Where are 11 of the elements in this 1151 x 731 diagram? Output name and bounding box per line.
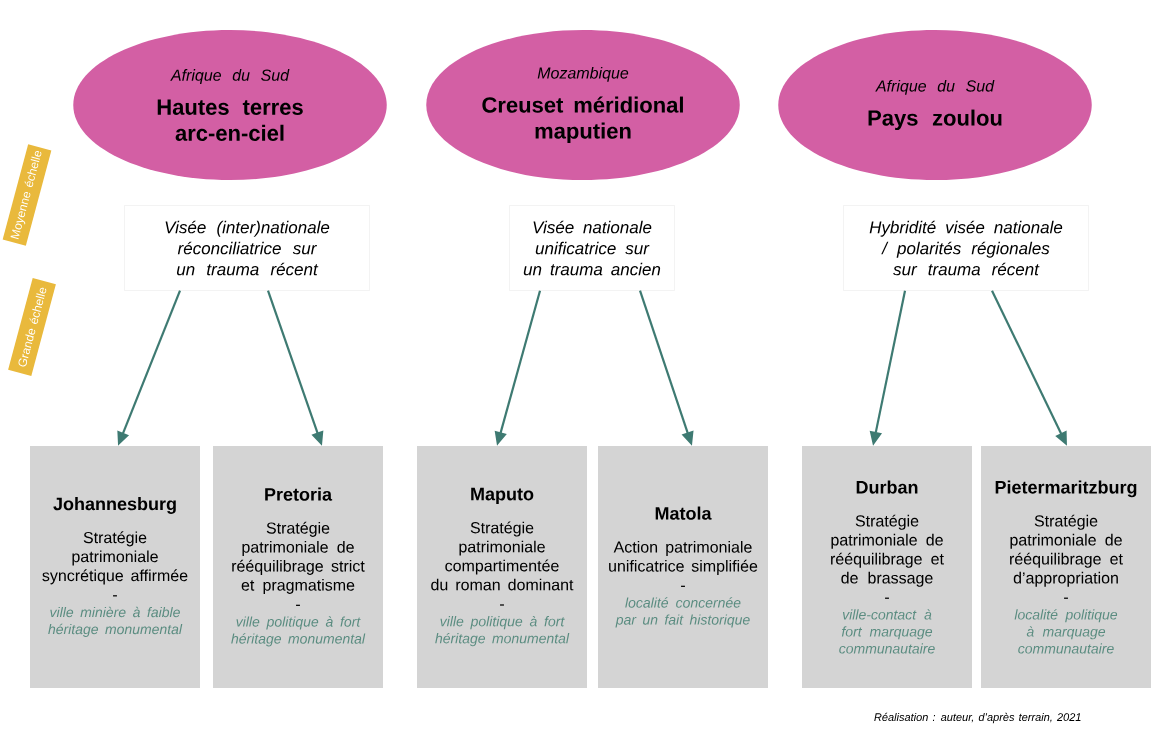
city-card: Johannesburg Stratégie patrimoniale syncrétique affirmée - ville minière à faible héritage monumental	[30, 446, 200, 688]
scale-tag: Grande échelle	[8, 278, 56, 376]
city-card: Matola Action patrimoniale unificatrice simplifiée - localité concernée par un fait historique	[598, 446, 768, 688]
city-card: Durban Stratégie patrimoniale de rééquilibrage et de brassage - ville-contact à fort marquage communautaire	[802, 446, 972, 688]
note-box: Visée (inter)nationale réconciliatrice sur un trauma récent	[124, 205, 370, 291]
city-card: Pietermaritzburg Stratégie patrimoniale de rééquilibrage et d’appropriation - localité politique à marquage communautaire	[981, 446, 1151, 688]
city-card: Pretoria Stratégie patrimoniale de rééquilibrage strict et pragmatisme - ville politique à fort héritage monumental	[213, 446, 383, 688]
note-box: Visée nationale unificatrice sur un trauma ancien	[509, 205, 675, 291]
note-box: Hybridité visée nationale / polarités régionales sur trauma récent	[843, 205, 1089, 291]
city-card: Maputo Stratégie patrimoniale compartimentée du roman dominant - ville politique à fort héritage monumental	[417, 446, 587, 688]
caption: Réalisation : auteur, d’après terrain, 2021	[874, 712, 1081, 724]
